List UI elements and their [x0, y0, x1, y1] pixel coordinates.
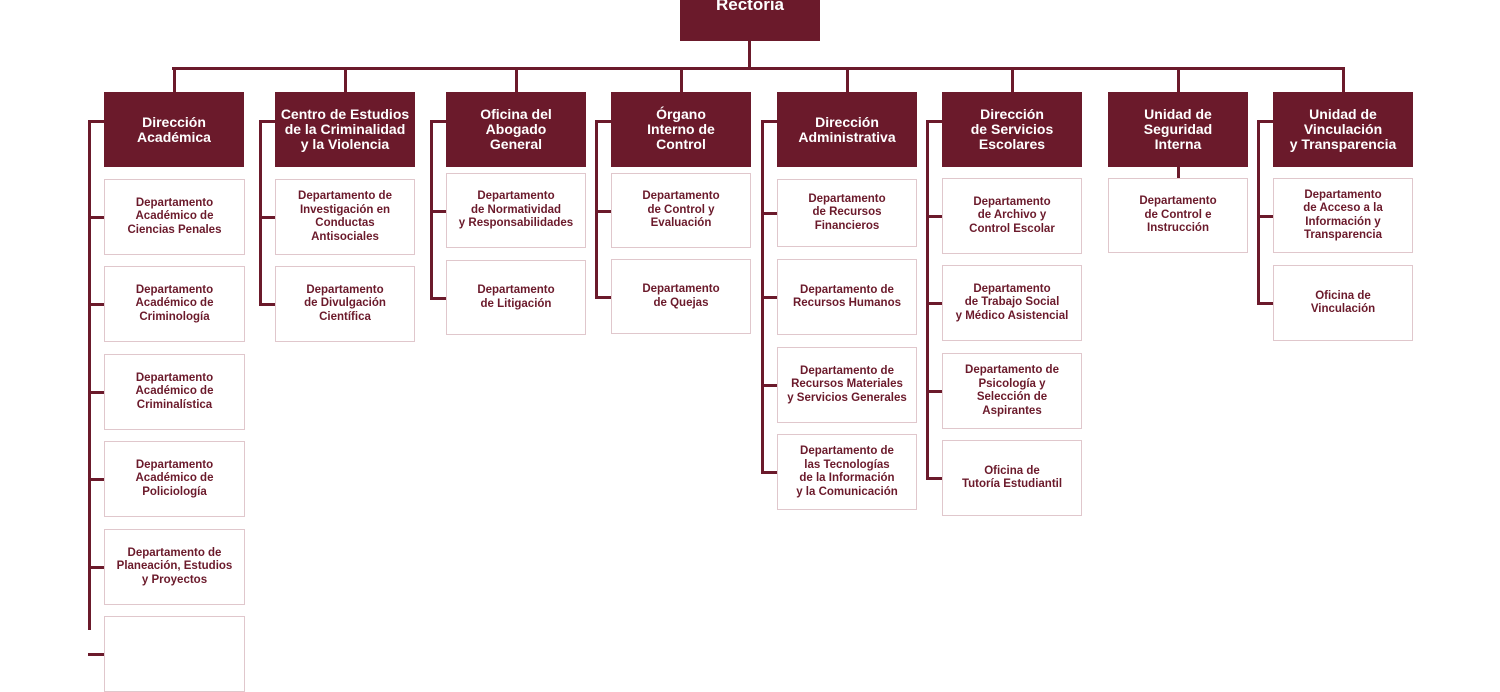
child-tick-line: [595, 295, 611, 299]
column-drop-line: [680, 67, 683, 92]
child-tick-line: [1257, 214, 1273, 218]
department-head-box: Dirección Académica: [104, 92, 244, 167]
child-tick-line: [595, 209, 611, 213]
child-tick-line: [88, 216, 104, 219]
department-box: Departamento de Acceso a la Información …: [1273, 178, 1413, 253]
child-tick-line: [88, 391, 104, 394]
child-tick-line: [259, 303, 275, 306]
department-head-box: Dirección de Servicios Escolares: [942, 92, 1082, 167]
department-head-box: Oficina del Abogado General: [446, 92, 586, 167]
child-tick-line: [926, 477, 942, 480]
spine-line: [595, 120, 598, 298]
spine-top-line: [595, 120, 611, 123]
top-bus-line: [172, 67, 1344, 70]
spine-top-line: [259, 120, 275, 123]
department-box: Departamento de Trabajo Social y Médico …: [942, 265, 1082, 341]
column-drop-line: [1342, 67, 1345, 92]
department-box: Departamento de Planeación, Estudios y P…: [104, 529, 245, 605]
department-box: [104, 616, 245, 692]
child-tick-line: [88, 303, 104, 306]
department-box: Oficina de Vinculación: [1273, 265, 1413, 341]
child-tick-line: [761, 212, 777, 215]
spine-top-line: [761, 120, 777, 123]
department-box: Departamento de Recursos Materiales y Se…: [777, 347, 917, 423]
child-tick-line: [761, 296, 777, 299]
child-tick-line: [926, 215, 942, 218]
column-drop-line: [1011, 67, 1014, 92]
child-tick-line: [1257, 302, 1273, 305]
root-box: Rectoría: [680, 0, 820, 41]
column-drop-line: [515, 67, 518, 92]
department-box: Departamento de las Tecnologías de la In…: [777, 434, 917, 510]
department-box: Departamento de Control y Evaluación: [611, 173, 751, 248]
department-head-box: Unidad de Seguridad Interna: [1108, 92, 1248, 167]
spine-top-line: [926, 120, 942, 123]
column-drop-line: [846, 67, 849, 92]
child-tick-line: [926, 302, 942, 305]
child-tick-line: [88, 566, 104, 569]
spine-line: [926, 120, 929, 479]
spine-top-line: [430, 120, 446, 123]
spine-line: [430, 120, 433, 299]
department-box: Departamento Académico de Criminología: [104, 266, 245, 342]
child-tick-line: [259, 216, 275, 219]
department-box: Departamento Académico de Ciencias Penal…: [104, 179, 245, 255]
spine-line: [88, 120, 91, 630]
column-drop-line: [1177, 67, 1180, 92]
spine-top-line: [88, 120, 104, 123]
department-box: Departamento Académico de Criminalística: [104, 354, 245, 430]
department-box: Departamento de Archivo y Control Escola…: [942, 178, 1082, 254]
child-tick-line: [88, 653, 104, 656]
child-tick-line: [761, 471, 777, 474]
spine-line: [1257, 120, 1260, 304]
department-box: Departamento Académico de Policiología: [104, 441, 245, 517]
department-box: Departamento de Divulgación Científica: [275, 266, 415, 342]
department-box: Departamento de Investigación en Conduct…: [275, 179, 415, 255]
department-box: Departamento de Normatividad y Responsab…: [446, 173, 586, 248]
child-connector-line: [1177, 167, 1180, 178]
spine-line: [259, 120, 262, 305]
department-head-box: Órgano Interno de Control: [611, 92, 751, 167]
department-box: Departamento de Recursos Humanos: [777, 259, 917, 335]
department-box: Departamento de Recursos Financieros: [777, 179, 917, 247]
spine-top-line: [1257, 120, 1273, 123]
column-drop-line: [173, 67, 176, 92]
child-tick-line: [430, 296, 446, 300]
department-head-box: Unidad de Vinculación y Transparencia: [1273, 92, 1413, 167]
child-tick-line: [88, 478, 104, 481]
child-tick-line: [430, 209, 446, 213]
department-head-box: Dirección Administrativa: [777, 92, 917, 167]
column-drop-line: [344, 67, 347, 92]
department-head-box: Centro de Estudios de la Criminalidad y …: [275, 92, 415, 167]
child-tick-line: [761, 384, 777, 387]
department-box: Oficina de Tutoría Estudiantil: [942, 440, 1082, 516]
department-box: Departamento de Psicología y Selección d…: [942, 353, 1082, 429]
child-tick-line: [926, 390, 942, 393]
department-box: Departamento de Quejas: [611, 259, 751, 334]
root-connector: [748, 40, 751, 69]
department-box: Departamento de Control e Instrucción: [1108, 178, 1248, 253]
department-box: Departamento de Litigación: [446, 260, 586, 335]
